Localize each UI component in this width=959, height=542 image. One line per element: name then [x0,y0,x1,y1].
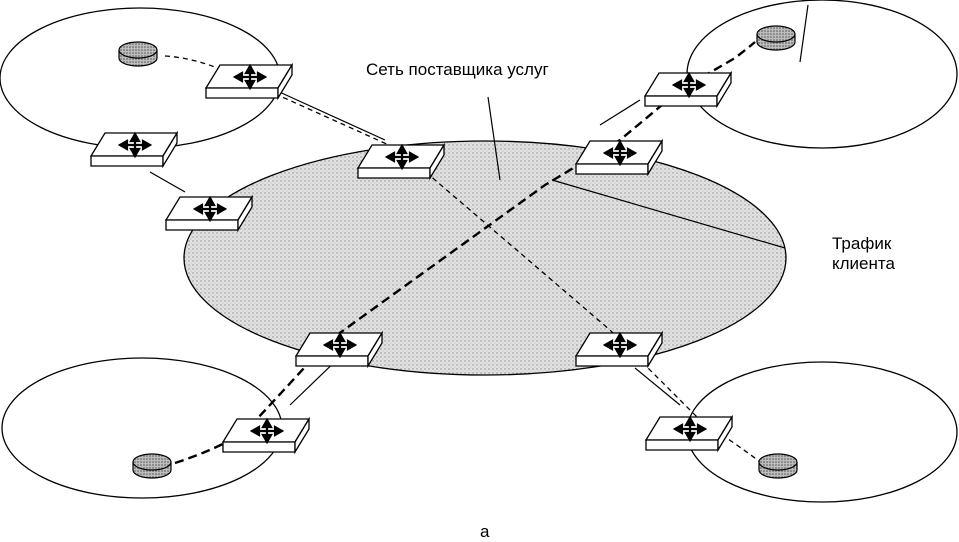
client-traffic-label-line2: клиента [832,254,895,273]
switch-icon [89,131,179,168]
figure-caption: а [480,522,490,541]
switch-icon [574,139,664,176]
switch-icon [204,63,294,100]
switch-icon [574,331,664,368]
client-traffic-label: Трафик клиента [832,234,895,274]
provider-network-ellipse [183,140,787,376]
switch-icon [356,143,446,180]
switch-icon [643,71,733,108]
client-traffic-label-line1: Трафик [832,234,892,253]
router-icon [758,453,798,479]
client-traffic-path-1 [164,55,761,463]
switch-icon [221,417,311,454]
router-icon [132,453,172,479]
client-traffic-path-2 [174,41,756,465]
switch-icon [164,195,254,232]
router-icon [756,25,796,51]
physical-links [149,4,809,406]
switch-icon [644,415,734,452]
switch-icon [294,331,384,368]
router-icon [118,41,158,67]
provider-network-label: Сеть поставщика услуг [366,60,549,79]
